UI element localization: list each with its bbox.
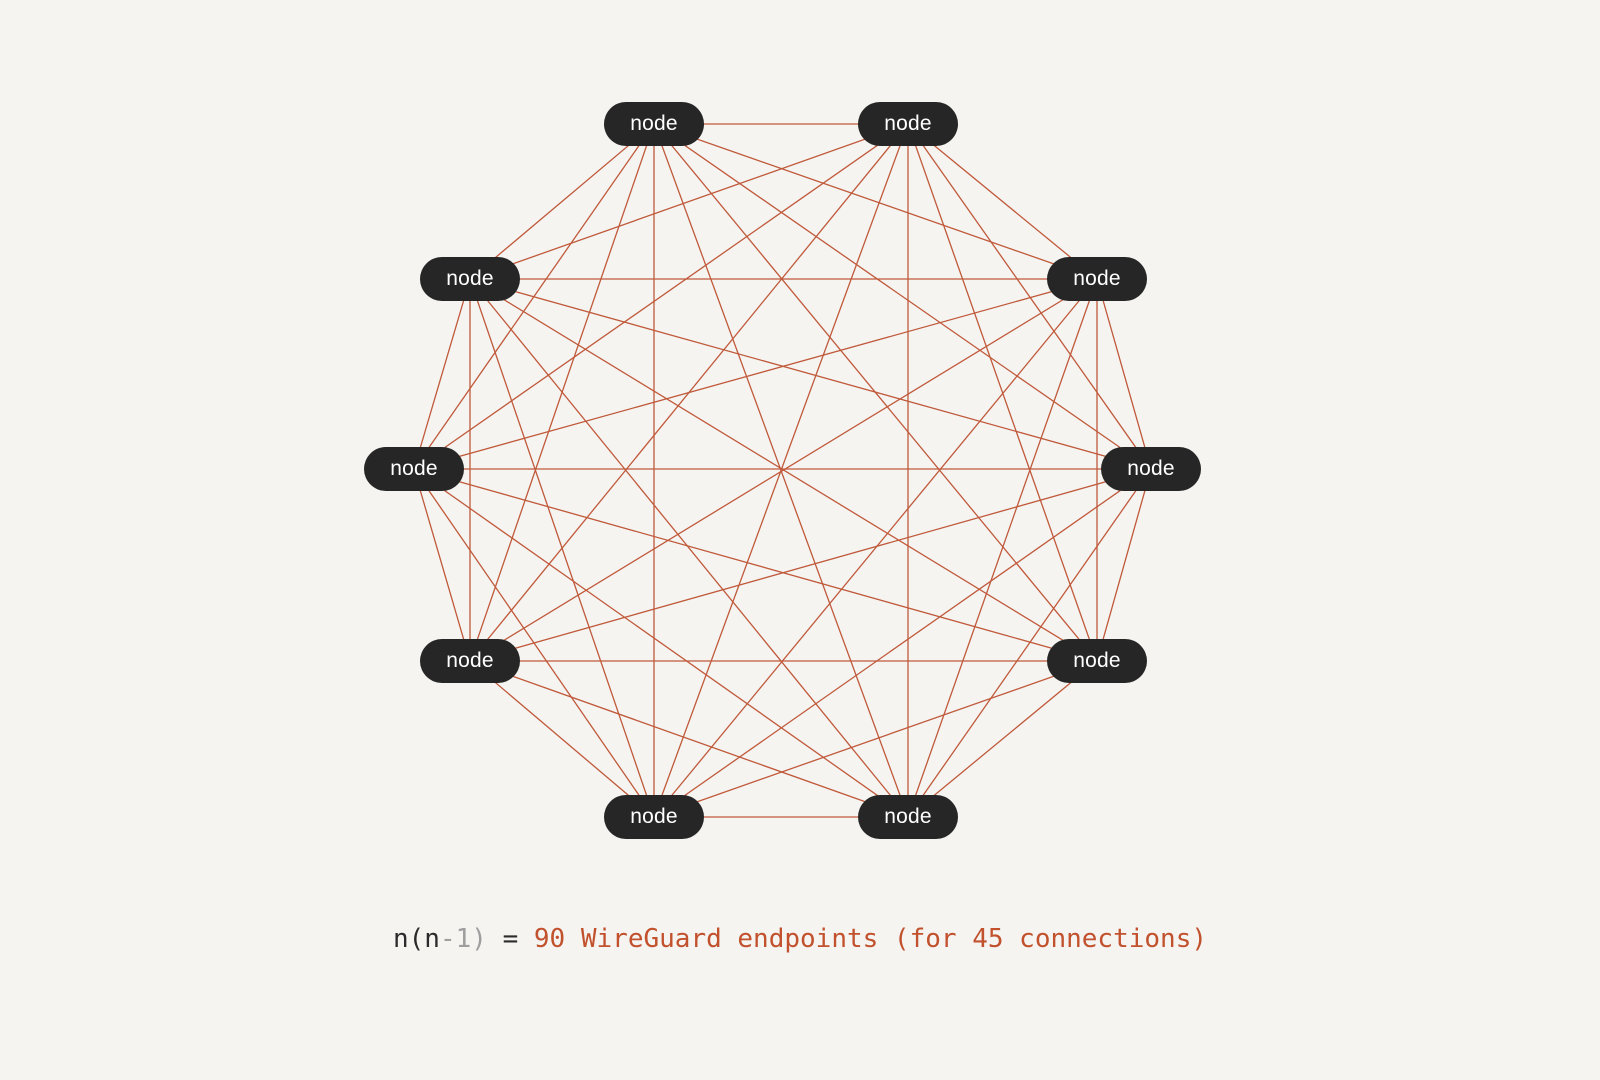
node-pill: node <box>1101 447 1201 491</box>
caption-result-text: 90 WireGuard endpoints (for 45 connectio… <box>533 924 1207 954</box>
node-pill: node <box>364 447 464 491</box>
caption: n(n-1) = 90 WireGuard endpoints (for 45 … <box>0 924 1600 954</box>
node-pill: node <box>1047 257 1147 301</box>
connection-line <box>653 278 1098 818</box>
node-pill: node <box>1047 639 1147 683</box>
connection-line <box>469 468 1152 662</box>
connection-line <box>413 468 909 818</box>
node-pill: node <box>858 795 958 839</box>
connection-line <box>413 468 471 662</box>
caption-equals-sign: = <box>486 924 534 954</box>
connection-line <box>907 123 1098 662</box>
connection-line <box>1096 468 1152 662</box>
connection-line <box>653 660 1098 818</box>
connection-line <box>469 278 1152 470</box>
connection-line <box>653 123 1098 280</box>
connection-line <box>907 468 1152 818</box>
node-pill: node <box>604 795 704 839</box>
connection-line <box>469 278 655 818</box>
connection-line <box>469 278 909 818</box>
connection-line <box>413 468 655 818</box>
connection-line <box>413 123 909 470</box>
connection-line <box>907 278 1098 818</box>
connection-line <box>907 123 1152 470</box>
connection-line <box>653 123 1152 470</box>
connection-line <box>907 123 1098 280</box>
caption-formula-dark: n(n <box>393 924 440 954</box>
connection-line <box>469 660 655 818</box>
connection-line <box>907 660 1098 818</box>
connection-line <box>1096 278 1152 470</box>
connection-line <box>469 123 655 280</box>
node-pill: node <box>420 639 520 683</box>
connection-line <box>469 660 909 818</box>
connection-line <box>413 278 471 470</box>
caption-formula-dim: -1) <box>439 924 487 954</box>
connection-line <box>469 278 1098 662</box>
connection-line <box>469 123 909 280</box>
connection-line <box>653 468 1152 818</box>
node-pill: node <box>604 102 704 146</box>
connection-line <box>413 278 1098 470</box>
node-pill: node <box>420 257 520 301</box>
connection-line <box>413 468 1098 662</box>
connection-line <box>653 123 909 818</box>
node-pill: node <box>858 102 958 146</box>
